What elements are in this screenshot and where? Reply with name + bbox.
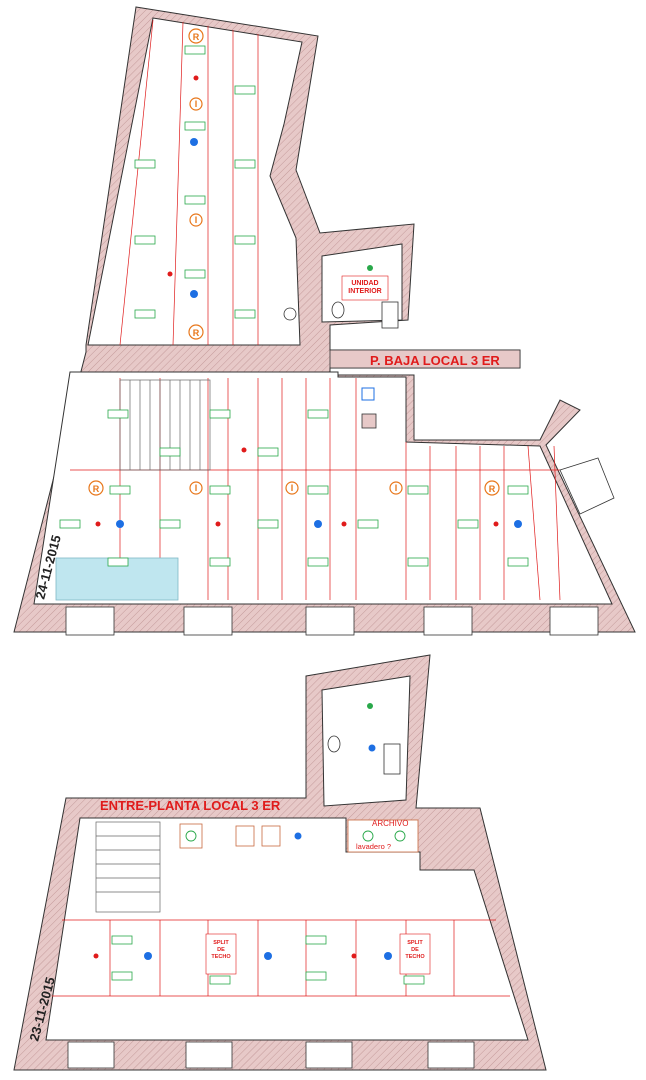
archivo-label: ARCHIVO xyxy=(372,819,408,828)
grille-r-label: R xyxy=(93,484,100,494)
unit-indicator xyxy=(367,265,373,271)
window-detail-right xyxy=(559,457,615,515)
split-units xyxy=(205,933,431,975)
grille-i-label: I xyxy=(395,483,398,493)
corridor-band xyxy=(329,349,521,369)
unidad-interior-box xyxy=(341,275,389,301)
grille-i-label: I xyxy=(195,215,198,225)
unit-indicator xyxy=(367,703,373,709)
sink-icon xyxy=(383,743,401,775)
grille-r-label: R xyxy=(489,484,496,494)
grille-r-label: R xyxy=(193,32,200,42)
toilet-icon xyxy=(331,301,345,319)
grille-i-label: I xyxy=(291,483,294,493)
return-grilles-ground xyxy=(88,28,500,496)
sprinklers-mezz xyxy=(144,744,392,960)
sprinklers-ground xyxy=(116,138,522,528)
mezzanine-window-bays xyxy=(67,1041,475,1069)
ground-floor-inner-upper xyxy=(87,17,303,346)
stair-mezz xyxy=(95,821,161,913)
detectors-ground xyxy=(95,75,499,527)
detectors-mezz xyxy=(93,953,357,959)
wc-mezz xyxy=(327,735,401,775)
ceiling-device xyxy=(361,387,375,401)
grille-r-label: R xyxy=(193,328,200,338)
stair-ground xyxy=(119,379,211,471)
grille-i-label: I xyxy=(195,99,198,109)
mezzanine-inner-main xyxy=(45,817,529,1041)
ground-floor-title: P. BAJA LOCAL 3 ER xyxy=(370,353,500,368)
wc-fixtures-ground xyxy=(283,301,399,329)
light-fixtures-ground xyxy=(59,45,529,567)
sink-icon xyxy=(381,301,399,329)
intake-grilles-mezz xyxy=(185,830,406,842)
mezzanine-title: ENTRE-PLANTA LOCAL 3 ER xyxy=(100,798,281,813)
toilet-icon xyxy=(327,735,341,753)
light-fixtures-mezz xyxy=(111,935,425,985)
lavadero-label: lavadero ? xyxy=(356,842,391,851)
ground-window-bays xyxy=(65,606,599,636)
grille-i-label: I xyxy=(195,483,198,493)
column xyxy=(361,413,377,429)
duct-row-mezz xyxy=(179,819,419,853)
